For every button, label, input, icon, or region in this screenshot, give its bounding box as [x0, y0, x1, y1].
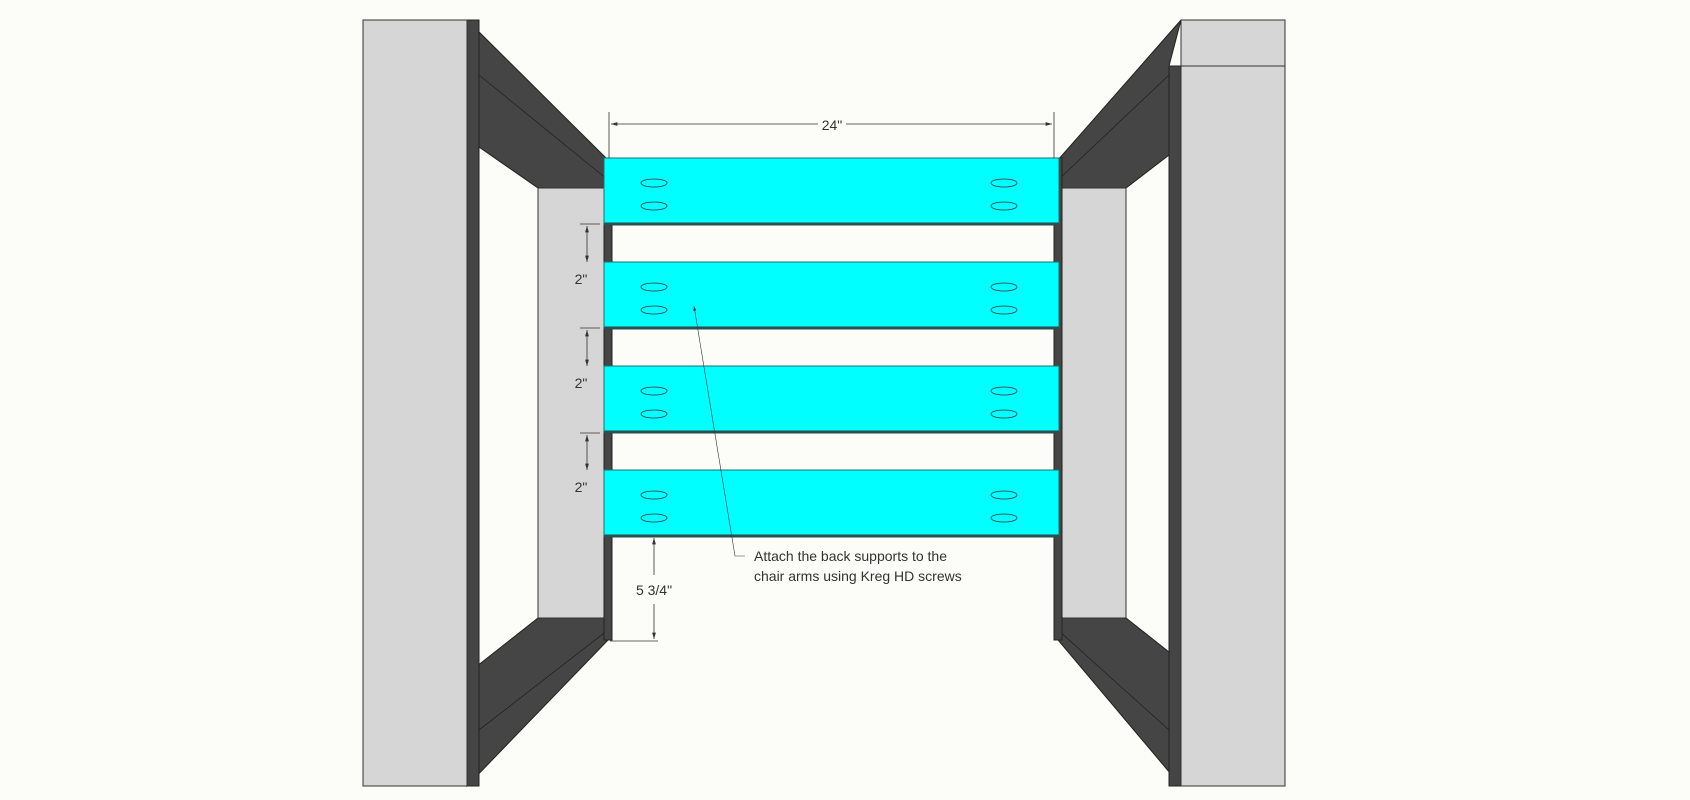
pocket-hole-left [640, 201, 668, 211]
right-inner-post [1057, 187, 1127, 619]
dimension-gap-1-label: 2" [575, 271, 588, 287]
assembly-note: Attach the back supports to the chair ar… [693, 305, 962, 584]
dimension-gap-1: 2" [575, 223, 600, 287]
pocket-hole-right [990, 201, 1018, 211]
left-arm-assembly [362, 19, 609, 788]
pocket-hole-right [990, 305, 1018, 315]
right-bottom-rail [1057, 617, 1182, 787]
dimension-24-label: 24" [822, 117, 843, 133]
pocket-hole-left [640, 386, 668, 396]
pocket-hole-right [990, 386, 1018, 396]
pocket-hole-left [640, 490, 668, 500]
pocket-hole-right [990, 490, 1018, 500]
dimension-gap-2: 2" [575, 327, 600, 391]
dimension-bottom-clearance-label: 5 3/4" [636, 582, 672, 598]
note-line-1: Attach the back supports to the [754, 548, 947, 564]
right-inner-post-dark [1168, 65, 1182, 787]
pocket-hole-left [640, 178, 668, 188]
back-slat-4 [603, 469, 1060, 538]
dimension-gap-2-label: 2" [575, 375, 588, 391]
pocket-hole-left [640, 513, 668, 523]
slats [603, 157, 1060, 538]
pocket-hole-right [990, 513, 1018, 523]
pocket-hole-right [990, 282, 1018, 292]
dimension-bottom-clearance: 5 3/4" [610, 538, 672, 642]
left-front-leg [362, 19, 468, 787]
pocket-hole-right [990, 178, 1018, 188]
pocket-hole-left [640, 305, 668, 315]
left-inner-post [537, 187, 607, 619]
left-inner-post-dark [466, 19, 480, 787]
right-arm-assembly [1057, 19, 1286, 787]
left-bottom-rail [466, 617, 609, 788]
dimension-gap-3-label: 2" [575, 479, 588, 495]
pocket-hole-left [640, 409, 668, 419]
note-leader [693, 305, 745, 557]
note-line-2: chair arms using Kreg HD screws [754, 568, 962, 584]
dimension-gap-3: 2" [575, 432, 600, 495]
back-slat-2 [603, 261, 1060, 330]
pocket-hole-right [990, 409, 1018, 419]
back-slat-1 [603, 157, 1060, 226]
right-front-leg [1180, 19, 1286, 787]
dimension-24: 24" [608, 112, 1055, 158]
pocket-hole-left [640, 282, 668, 292]
back-slat-3 [603, 365, 1060, 434]
